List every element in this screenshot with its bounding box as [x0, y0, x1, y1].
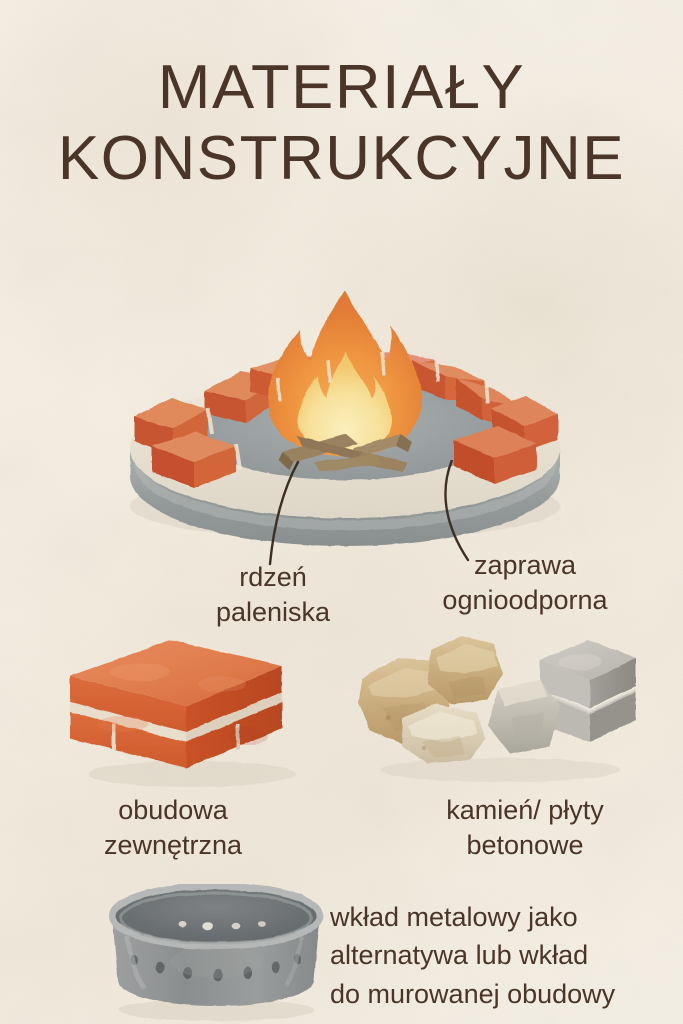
label-fireproof-mortar: zaprawa ognioodporna	[442, 550, 608, 616]
leader-line-mortar	[444, 460, 470, 562]
brick-illustration	[70, 640, 296, 787]
label-firepit-core: rdzeń paleniska	[215, 562, 331, 628]
metal-fire-bowl-illustration	[108, 884, 324, 1021]
stone-and-slab-illustration	[358, 636, 636, 782]
firepit-illustration	[130, 290, 560, 546]
label-metal-insert: wkład metalowy jako alternatywa lub wkła…	[330, 902, 616, 1009]
leader-line-core	[268, 460, 300, 566]
page-title: MATERIAŁY KONSTRUKCYJNE	[0, 53, 683, 193]
title-line-1: MATERIAŁY	[157, 53, 526, 122]
label-outer-casing: obudowa zewnętrzna	[103, 795, 243, 861]
leader-lines	[268, 460, 470, 566]
label-stone-slabs: kamień/ płyty betonowe	[446, 795, 604, 861]
title-line-2: KONSTRUKCYJNE	[57, 123, 626, 193]
